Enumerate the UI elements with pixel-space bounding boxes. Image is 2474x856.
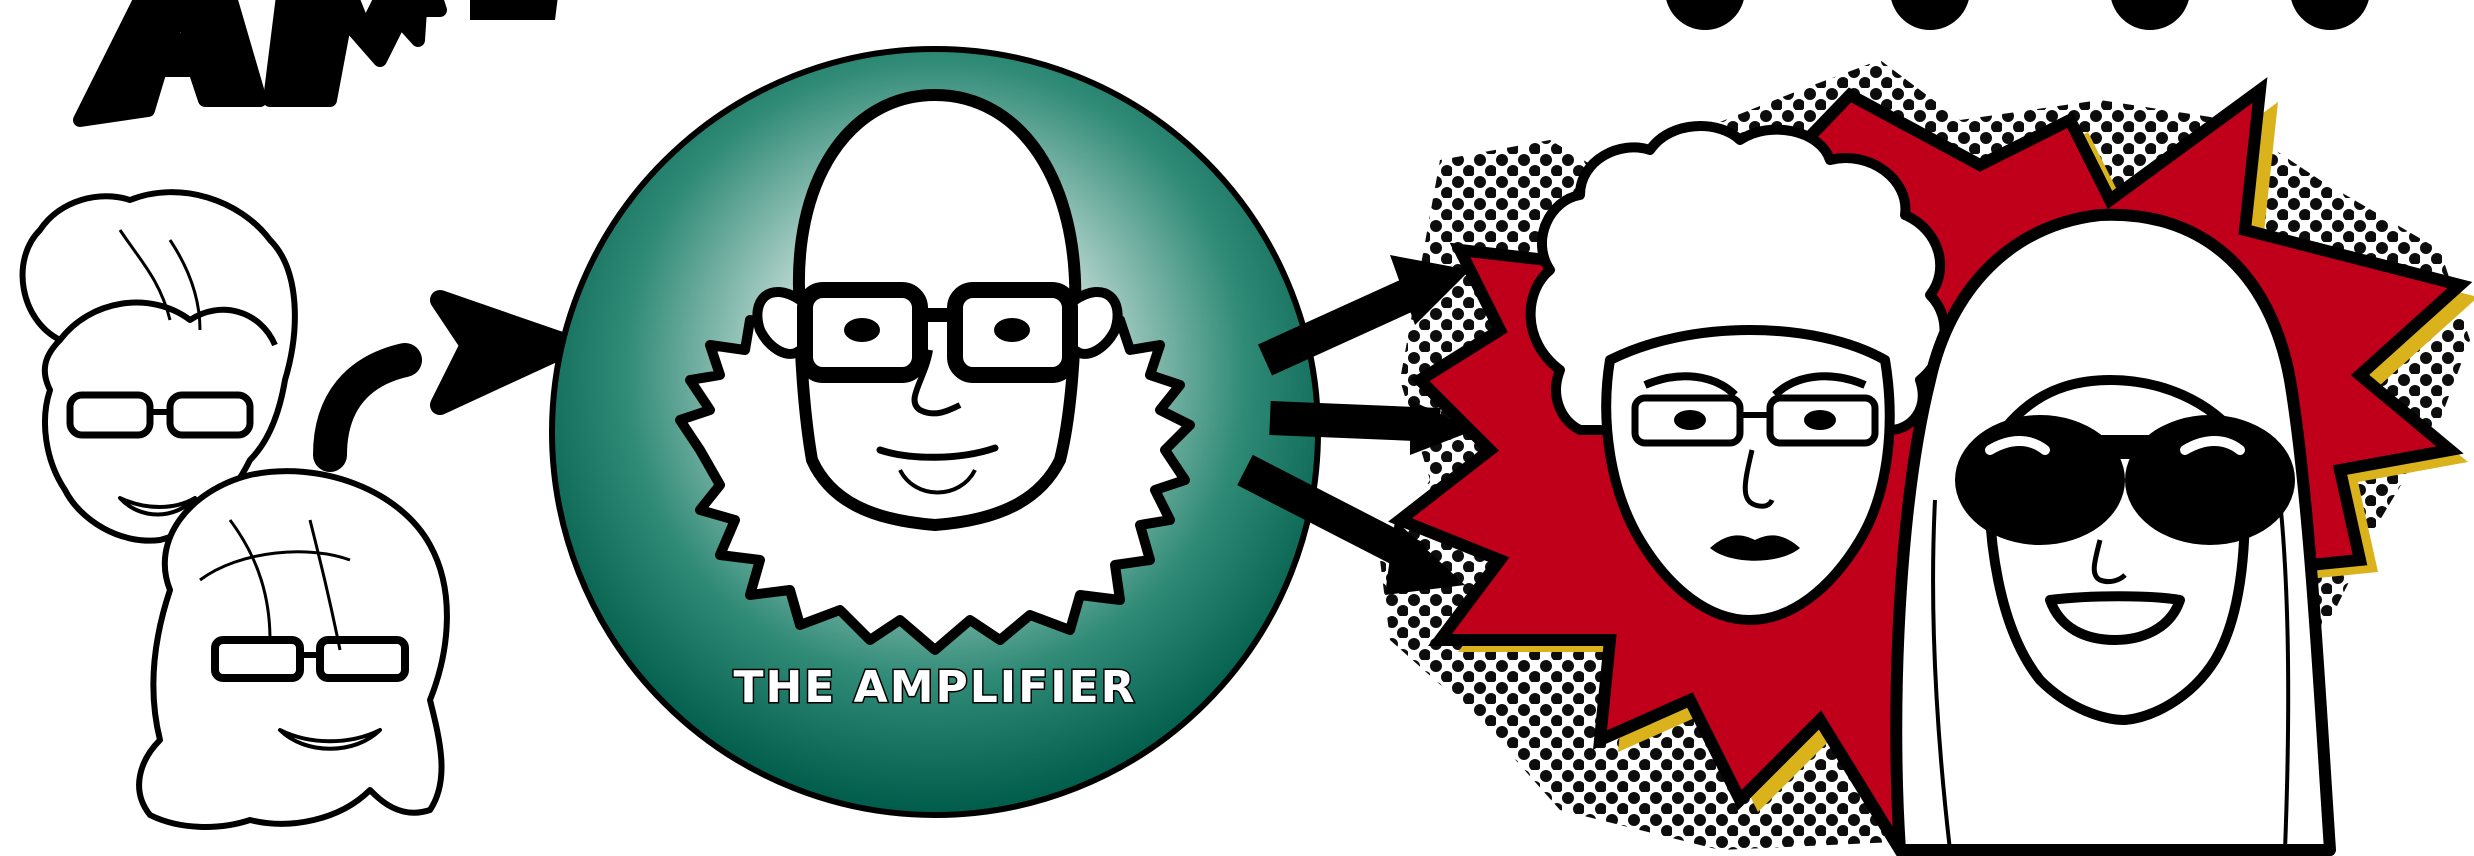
amplifier-label: THE AMPLIFIER [733, 662, 1136, 713]
input-face-bottom [139, 471, 447, 827]
title-fragment [80, 0, 2370, 120]
input-arrow [330, 300, 570, 455]
output-face-sunglasses [1896, 215, 2330, 850]
